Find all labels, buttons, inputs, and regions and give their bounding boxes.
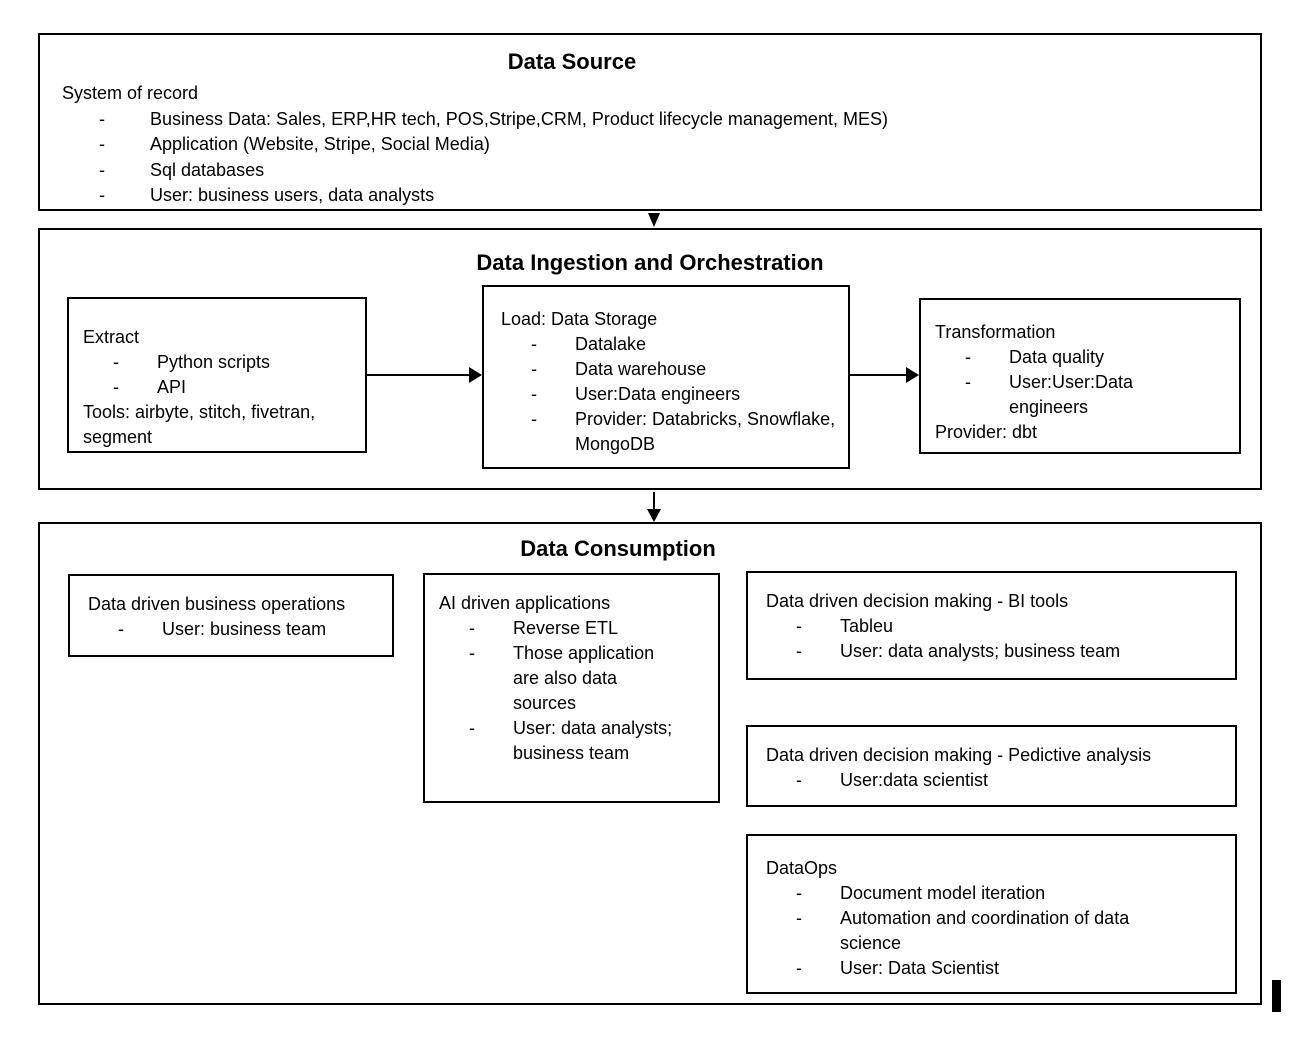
list-item-text: User: data analysts; business team [840,641,1121,661]
list-item: API [83,375,355,400]
data-consumption-title: Data Consumption [520,536,716,561]
list-item-text: Tableu [840,616,894,636]
list-item: User:data scientist [766,768,1223,793]
extract-box-title: Extract [83,327,140,347]
dataops-box: DataOps Document model iteration Automat… [746,834,1237,994]
list-item: Data warehouse [501,357,838,382]
list-item-text: User:User:Data engineers [1009,372,1134,417]
list-item-text: Data warehouse [575,359,707,379]
list-item-text: Reverse ETL [513,618,619,638]
arrow-right-icon [906,367,919,383]
list-item-text: Python scripts [157,352,271,372]
list-item: User: business users, data analysts [62,183,1260,209]
list-item-text: Data quality [1009,347,1105,367]
extract-box-footer: Tools: airbyte, stitch, fivetran, segmen… [83,402,316,447]
list-item: Provider: Databricks, Snowflake, MongoDB [501,407,838,457]
arrow-right-shaft [850,374,907,376]
list-item: User:User:Data engineers [935,370,1229,420]
transformation-box-footer: Provider: dbt [935,422,1038,442]
list-item-text: User: business team [162,619,327,639]
ai-applications-box: AI driven applications Reverse ETL Those… [423,573,720,803]
list-item-text: API [157,377,187,397]
bi-tools-box: Data driven decision making - BI tools T… [746,571,1237,680]
data-ingestion-title: Data Ingestion and Orchestration [476,250,824,275]
section-data-consumption: Data Consumption Data driven business op… [38,522,1262,1005]
arrow-down-shaft [653,492,655,512]
list-item: Those application are also data sources [439,641,708,716]
list-item-text: Business Data: Sales, ERP,HR tech, POS,S… [150,108,888,129]
system-of-record-label: System of record [62,83,199,103]
list-item: Document model iteration [766,881,1223,906]
list-item-text: Document model iteration [840,883,1046,903]
list-item-text: User: Data Scientist [840,958,1000,978]
transformation-box-title: Transformation [935,322,1056,342]
list-item: Automation and coordination of data scie… [766,906,1223,956]
transformation-box: Transformation Data quality User:User:Da… [919,298,1241,454]
arrow-down-icon [648,213,660,227]
list-item: User: data analysts; business team [766,639,1223,664]
list-item: Python scripts [83,350,355,375]
list-item-text: Automation and coordination of data scie… [840,908,1130,953]
list-item-text: User:Data engineers [575,384,741,404]
list-item: Data quality [935,345,1229,370]
list-item: Sql databases [62,158,1260,184]
list-item-text: Application (Website, Stripe, Social Med… [150,134,490,154]
bi-tools-title: Data driven decision making - BI tools [766,591,1069,611]
arrow-right-shaft [367,374,470,376]
list-item-text: Those application are also data sources [513,643,655,713]
arrow-down-icon [647,509,661,522]
list-item: User: Data Scientist [766,956,1223,981]
list-item-text: User: data analysts; business team [513,718,673,763]
list-item: Reverse ETL [439,616,708,641]
extract-box: Extract Python scripts API Tools: airbyt… [67,297,367,453]
list-item: Business Data: Sales, ERP,HR tech, POS,S… [62,107,1260,133]
load-data-storage-box: Load: Data Storage Datalake Data warehou… [482,285,850,469]
data-source-title: Data Source [507,49,637,74]
data-source-body: System of record Business Data: Sales, E… [40,81,1260,209]
list-item: User: business team [88,617,382,642]
business-operations-box: Data driven business operations User: bu… [68,574,394,657]
list-item-text: Provider: Databricks, Snowflake, MongoDB [575,409,836,454]
section-data-source: Data Source System of record Business Da… [38,33,1262,211]
load-box-title: Load: Data Storage [501,309,658,329]
text-cursor [1272,980,1281,1012]
list-item-text: Sql databases [150,159,265,180]
arrow-right-icon [469,367,482,383]
business-operations-title: Data driven business operations [88,594,346,614]
predictive-analysis-box: Data driven decision making - Pedictive … [746,725,1237,807]
list-item: Tableu [766,614,1223,639]
section-data-ingestion: Data Ingestion and Orchestration Extract… [38,228,1262,490]
list-item: Application (Website, Stripe, Social Med… [62,132,1260,158]
list-item: User:Data engineers [501,382,838,407]
list-item: User: data analysts; business team [439,716,708,766]
dataops-title: DataOps [766,858,838,878]
list-item: Datalake [501,332,838,357]
list-item-text: User: business users, data analysts [150,185,435,205]
list-item-text: User:data scientist [840,770,989,790]
predictive-analysis-title: Data driven decision making - Pedictive … [766,745,1152,765]
ai-applications-title: AI driven applications [439,593,611,613]
list-item-text: Datalake [575,334,647,354]
